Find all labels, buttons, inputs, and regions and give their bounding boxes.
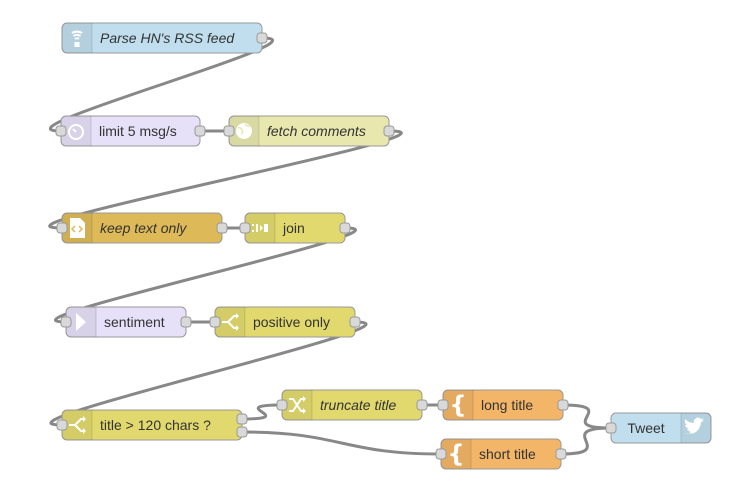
input-port[interactable] — [437, 399, 449, 411]
output-port[interactable] — [557, 399, 569, 411]
node-limit[interactable]: limit 5 msg/s — [55, 115, 206, 147]
node-label: title > 120 chars ? — [100, 417, 211, 433]
node-sentiment[interactable]: sentiment — [60, 306, 192, 338]
node-label: Tweet — [627, 420, 664, 436]
node-label: positive only — [253, 314, 330, 330]
input-port[interactable] — [60, 316, 72, 328]
html-icon — [70, 218, 85, 238]
node-truncate[interactable]: truncate title — [276, 389, 428, 421]
node-tweet[interactable]: Tweet — [605, 412, 712, 444]
node-label: short title — [479, 446, 536, 462]
switch-icon — [222, 313, 239, 331]
svg-text:{: { — [447, 440, 464, 468]
input-port[interactable] — [209, 316, 221, 328]
globe-icon — [236, 123, 252, 139]
output-port[interactable] — [416, 399, 428, 411]
node-longtitle[interactable]: { long title — [437, 389, 569, 421]
timer-icon — [68, 124, 84, 140]
output-port[interactable] — [339, 222, 351, 234]
switch-icon — [69, 416, 86, 434]
output-port[interactable] — [256, 32, 268, 44]
join-icon — [252, 224, 268, 232]
wire-longtitle-to-tweet[interactable] — [562, 403, 612, 430]
input-port[interactable] — [55, 125, 67, 137]
output-port[interactable] — [216, 222, 228, 234]
wire-join-to-sentiment[interactable] — [54, 226, 357, 324]
template-icon: { — [447, 440, 464, 468]
node-shorttitle[interactable]: { short title — [435, 438, 567, 470]
node-label: long title — [481, 397, 533, 413]
node-label: keep text only — [100, 220, 187, 236]
output-port[interactable] — [349, 316, 361, 328]
template-icon: { — [449, 391, 466, 419]
output-port[interactable] — [555, 448, 567, 460]
node-keeptext[interactable]: keep text only — [56, 212, 228, 244]
wire-rss-to-limit[interactable] — [49, 36, 274, 133]
node-fetch[interactable]: fetch comments — [223, 115, 395, 147]
node-icon-area — [441, 439, 471, 469]
shuffle-icon — [289, 396, 306, 414]
node-title120[interactable]: title > 120 chars ? — [56, 409, 248, 441]
output-port[interactable] — [194, 125, 206, 137]
output-port[interactable] — [180, 316, 192, 328]
nodes-layer: Parse HN's RSS feed limit 5 msg/s fetch co… — [55, 22, 712, 470]
node-label: sentiment — [104, 314, 165, 330]
wire-title120-to-shorttitle[interactable] — [241, 430, 442, 456]
node-label: join — [282, 220, 305, 236]
node-icon-area — [443, 390, 473, 420]
twitter-icon — [684, 417, 704, 434]
node-label: fetch comments — [267, 123, 366, 139]
input-port[interactable] — [605, 422, 617, 434]
input-port[interactable] — [56, 419, 68, 431]
input-port[interactable] — [239, 222, 251, 234]
node-join[interactable]: join — [239, 212, 351, 244]
output-port[interactable] — [383, 125, 395, 137]
node-rss[interactable]: Parse HN's RSS feed — [61, 22, 268, 54]
input-port[interactable] — [223, 125, 235, 137]
wire-fetch-to-keeptext[interactable] — [48, 129, 403, 230]
wire-positive-to-title120[interactable] — [49, 320, 368, 427]
node-label: limit 5 msg/s — [99, 123, 177, 139]
sentiment-icon — [76, 313, 86, 331]
node-label: truncate title — [320, 397, 396, 413]
input-port[interactable] — [276, 399, 288, 411]
svg-text:{: { — [449, 391, 466, 419]
feed-icon — [71, 30, 83, 47]
input-port[interactable] — [435, 448, 447, 460]
wires-layer — [48, 36, 612, 456]
input-port[interactable] — [56, 222, 68, 234]
wire-title120-to-truncate[interactable] — [241, 403, 283, 421]
output-port[interactable] — [236, 413, 248, 425]
output-port[interactable] — [236, 426, 248, 438]
node-label: Parse HN's RSS feed — [100, 30, 235, 46]
wire-shorttitle-to-tweet[interactable] — [560, 426, 612, 456]
node-positive[interactable]: positive only — [209, 306, 361, 338]
